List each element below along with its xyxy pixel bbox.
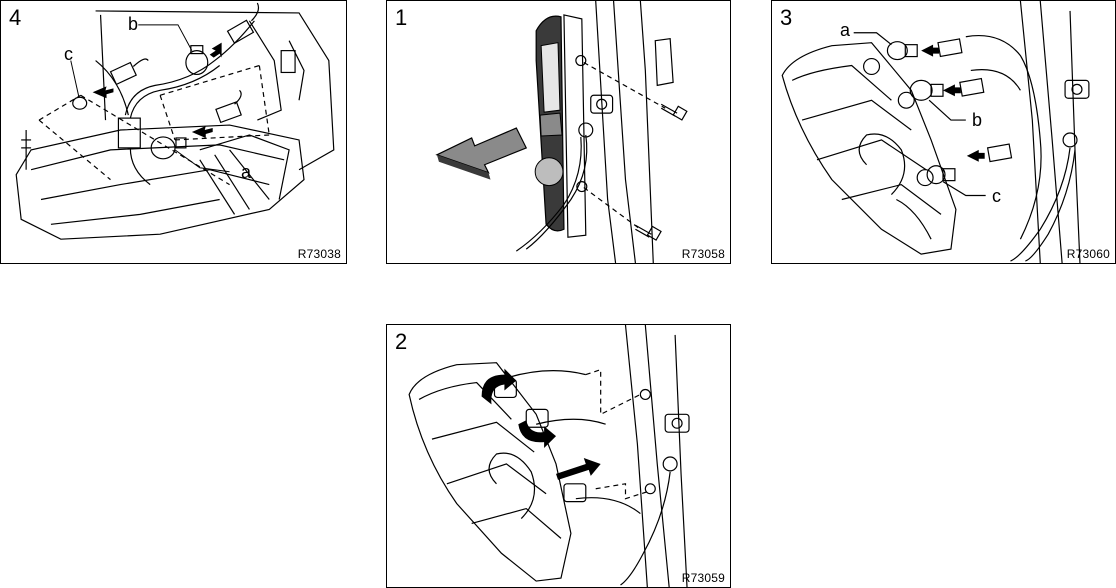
step-number: 4 [9,7,21,29]
step-number: 2 [395,331,407,353]
callout-label: b [972,111,982,129]
bulb-removal-drawing [1,1,346,263]
arrow-icon [943,84,961,96]
socket-twist-drawing [387,325,730,587]
callout-label: c [992,187,1001,205]
figure-code: R73060 [1067,248,1110,260]
twist-arrow-icon [482,369,517,405]
arrow-left-icon [437,128,526,173]
illustration-panel-step-3: 3 a b c R73060 [771,0,1116,264]
illustration-panel-step-1: 1 R73058 [386,0,731,264]
arrow-icon [192,126,213,138]
step-number: 1 [395,7,407,29]
callout-label: a [840,21,850,39]
callout-label: b [128,15,138,33]
figure-code: R73038 [298,248,341,260]
arrow-icon [556,458,601,480]
callout-label: c [64,45,73,63]
arrow-icon [210,43,222,58]
arrow-icon [967,150,985,162]
bolt-icon [635,225,661,240]
figure-code: R73059 [682,572,725,584]
callout-label: a [241,163,251,181]
lamp-bolt-removal-drawing [387,1,730,263]
figure-code: R73058 [682,248,725,260]
arrow-icon [93,86,114,98]
illustration-panel-step-4: 4 c b a R73038 [0,0,347,264]
bulb-socket-drawing [772,1,1115,263]
arrow-icon [921,45,939,57]
step-number: 3 [780,7,792,29]
illustration-panel-step-2: 2 R73059 [386,324,731,588]
bolt-icon [661,104,687,120]
